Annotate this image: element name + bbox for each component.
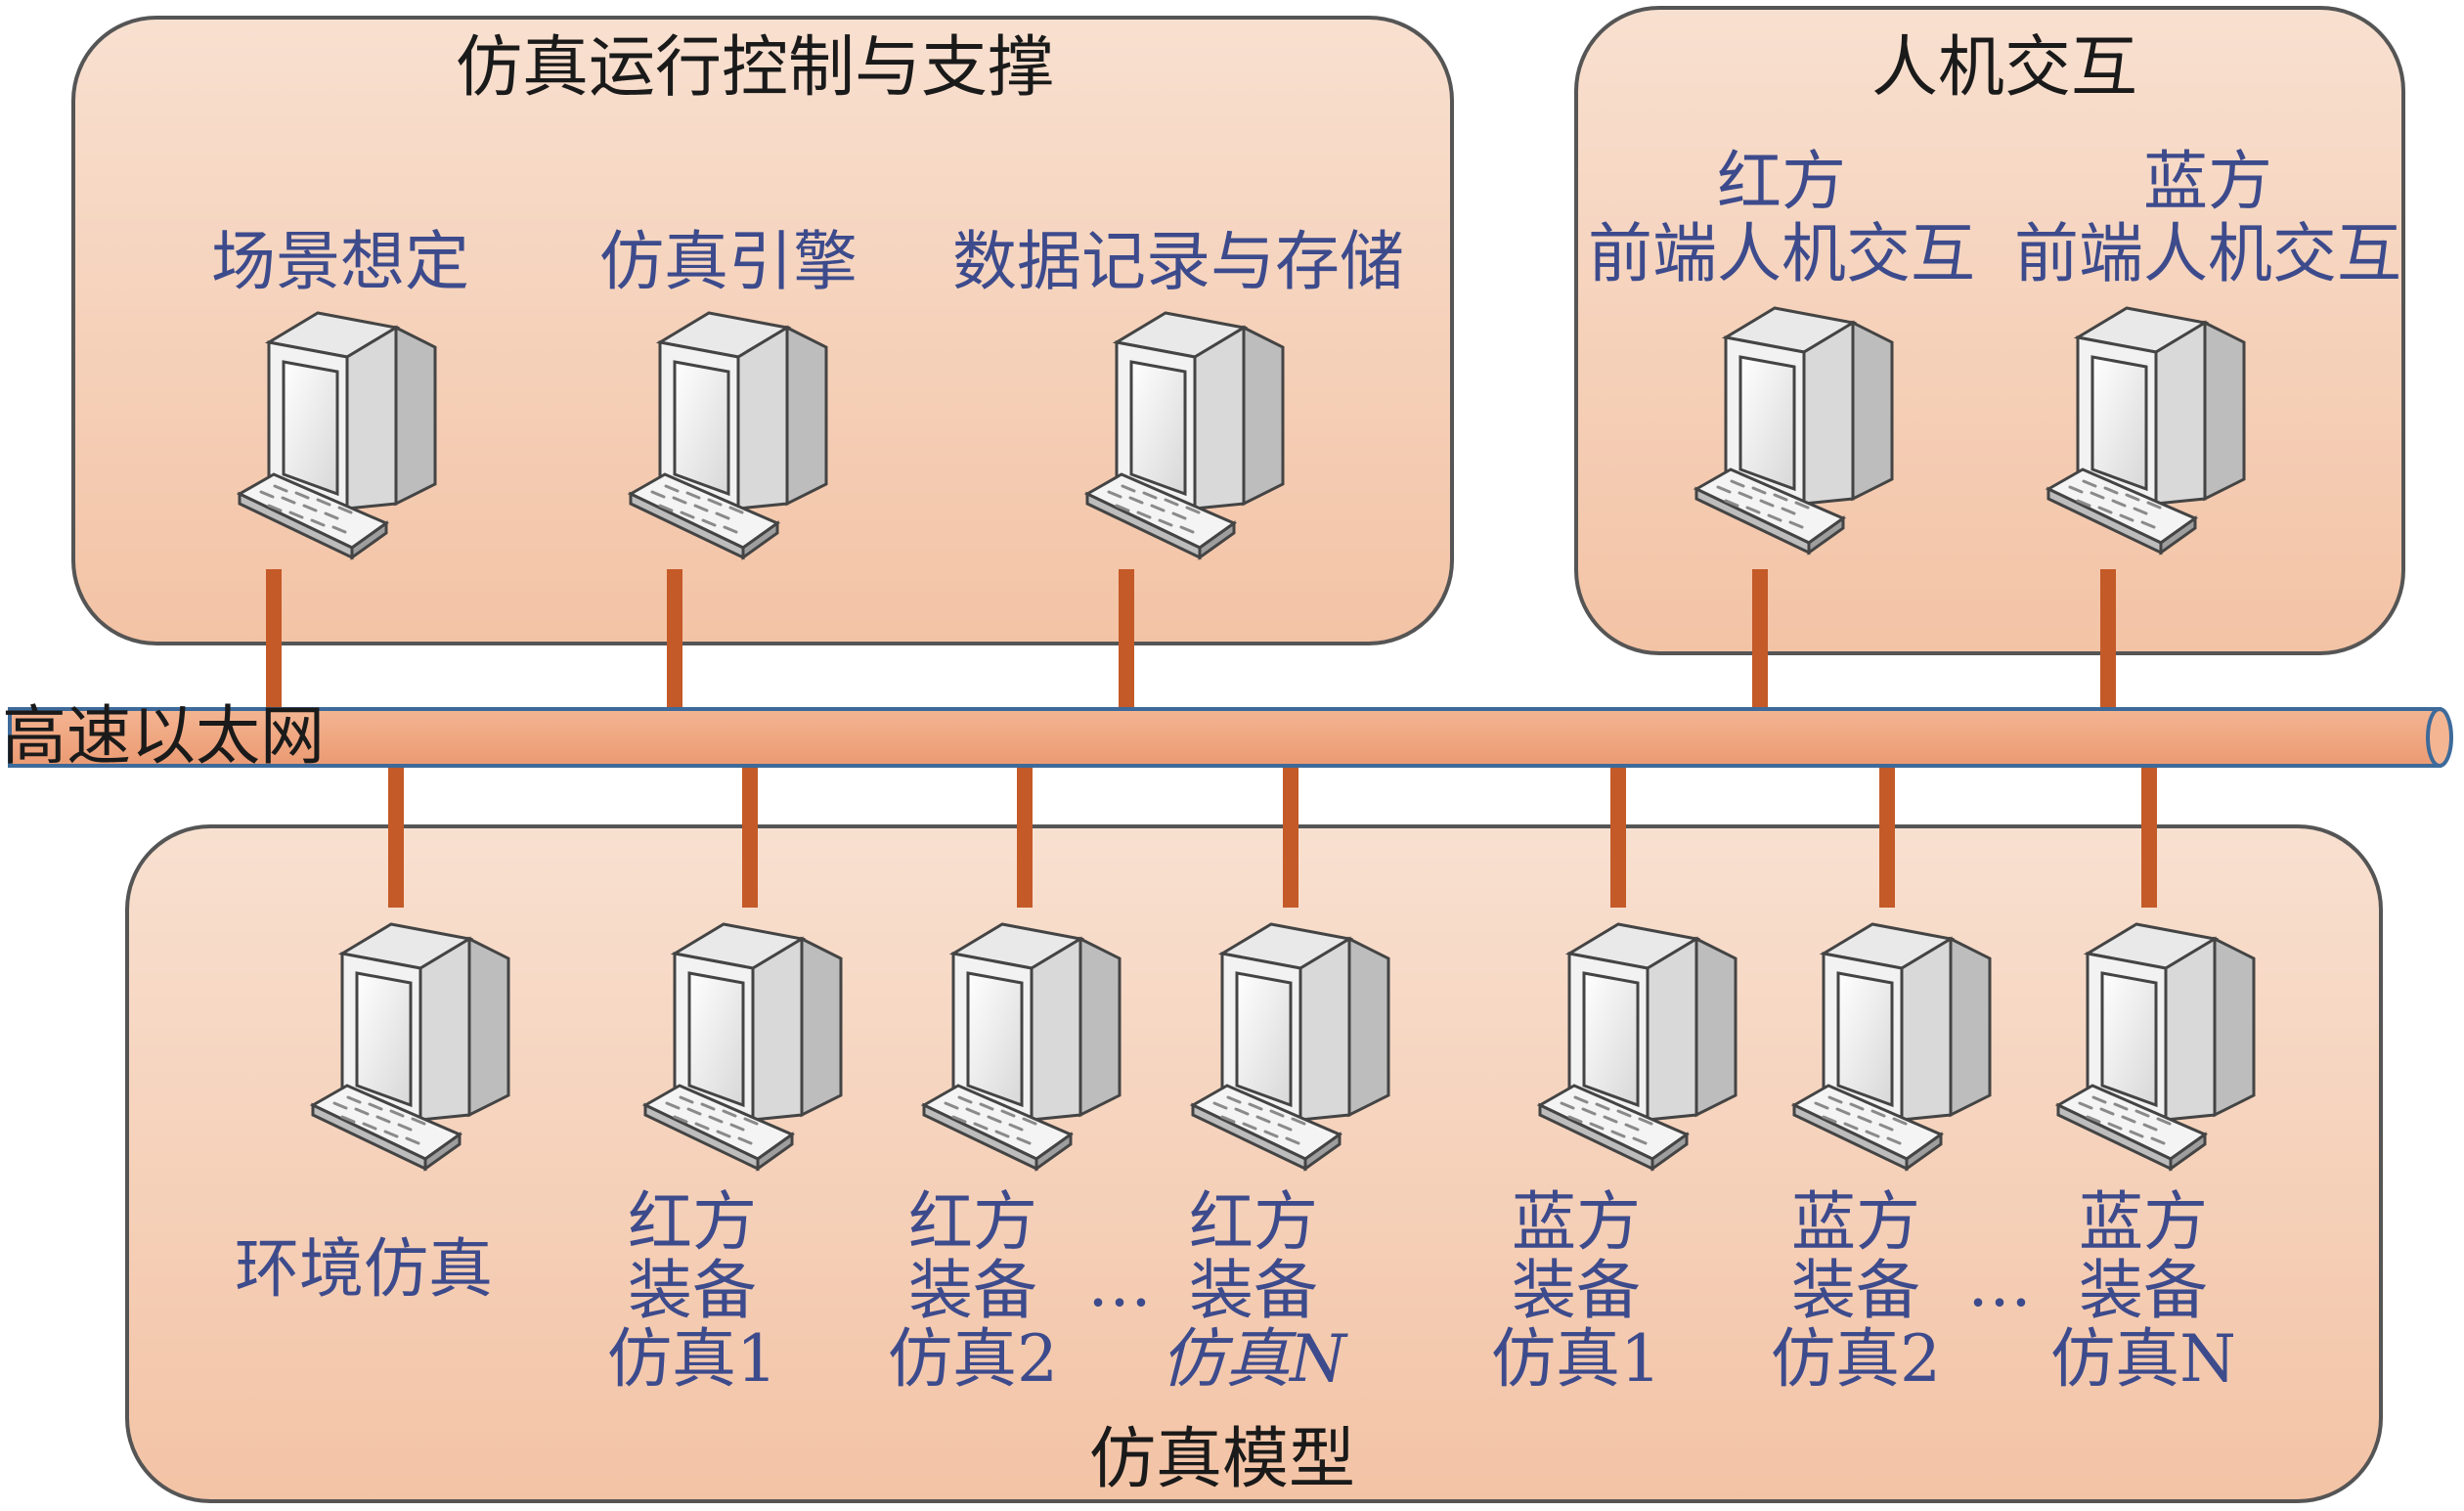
svg-text:仿真2: 仿真2 — [888, 1321, 1058, 1397]
svg-text:仿真1: 仿真1 — [607, 1321, 777, 1397]
label-red-2: 红方 装备 仿真2 — [888, 1184, 1058, 1397]
svg-text:装备: 装备 — [1189, 1253, 1318, 1328]
svg-text:红方: 红方 — [628, 1184, 757, 1260]
svg-text:仿真N: 仿真N — [1161, 1321, 1348, 1397]
label-hmi-red-name: 前端人机交互 — [1588, 216, 1975, 291]
svg-text:仿真2: 仿真2 — [1771, 1321, 1941, 1397]
svg-text:仿真N: 仿真N — [2050, 1321, 2236, 1397]
svg-text:装备: 装备 — [628, 1253, 757, 1328]
svg-text:装备: 装备 — [2079, 1253, 2208, 1328]
svg-text:蓝方: 蓝方 — [1512, 1184, 1641, 1260]
label-scenario: 场景想定 — [211, 224, 469, 299]
svg-text:仿真1: 仿真1 — [1491, 1321, 1661, 1397]
panel-hmi-title: 人机交互 — [1871, 29, 2137, 107]
panel-model — [125, 824, 2383, 1503]
svg-text:红方: 红方 — [1189, 1184, 1318, 1260]
svg-text:装备: 装备 — [908, 1253, 1037, 1328]
panel-control-title: 仿真运行控制与支撑 — [456, 29, 1054, 107]
bus-label: 高速以太网 — [2, 698, 325, 774]
svg-text:蓝方: 蓝方 — [2079, 1184, 2208, 1260]
label-red-n: 红方 装备 仿真N — [1161, 1184, 1348, 1397]
label-red-1: 红方 装备 仿真1 — [607, 1184, 777, 1397]
label-env: 环境仿真 — [235, 1231, 493, 1307]
label-hmi-red-side: 红方 — [1717, 144, 1846, 219]
label-hmi-blue-name: 前端人机交互 — [2014, 216, 2401, 291]
label-engine: 仿真引擎 — [599, 224, 858, 299]
label-recorder: 数据记录与存储 — [952, 224, 1404, 299]
svg-text:装备: 装备 — [1791, 1253, 1920, 1328]
label-blue-1: 蓝方 装备 仿真1 — [1491, 1184, 1661, 1397]
label-blue-n: 蓝方 装备 仿真N — [2050, 1184, 2236, 1397]
links — [266, 569, 2157, 908]
ellipsis-red: … — [1087, 1246, 1152, 1321]
svg-text:装备: 装备 — [1512, 1253, 1641, 1328]
label-blue-2: 蓝方 装备 仿真2 — [1771, 1184, 1941, 1397]
ethernet-bus — [8, 707, 2453, 768]
ellipsis-blue: … — [1967, 1246, 2032, 1321]
svg-text:蓝方: 蓝方 — [1791, 1184, 1920, 1260]
label-hmi-blue-side: 蓝方 — [2143, 144, 2272, 219]
svg-text:红方: 红方 — [908, 1184, 1037, 1260]
panel-model-title: 仿真模型 — [1089, 1421, 1355, 1498]
